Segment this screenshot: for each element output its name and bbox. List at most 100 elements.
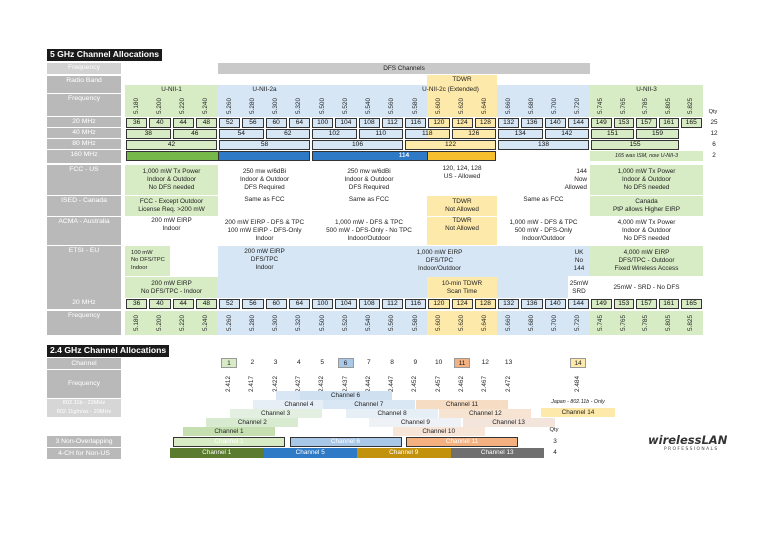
ch20-top-161: 161 (658, 118, 679, 128)
ch20-top-116: 116 (405, 118, 427, 128)
ch20-top-157: 157 (636, 118, 657, 128)
ch24-14: 14 (570, 358, 586, 368)
freq-top-4: 5.260 (225, 98, 233, 114)
etsi-tdwr-line: Scan Time (446, 287, 478, 295)
etsi-tdwr-line: 10-min TDWR (441, 279, 483, 287)
etsi-unii1a-line: 100 mW (131, 250, 153, 257)
stair-9: Channel 9 (369, 418, 462, 427)
mhz80-label: 80 MHz (47, 139, 121, 149)
acma-unii3-line: No DFS needed (623, 235, 670, 242)
qty-header: Qty (708, 109, 718, 115)
freq-bottom-23: 5.805 (664, 315, 672, 331)
ch40-142: 142 (544, 129, 589, 139)
freq-top-3: 5.240 (202, 98, 210, 114)
stair-1: Channel 1 (183, 427, 275, 436)
qty-12: 12 (710, 130, 718, 137)
ised-unii1-line: FCC - Except Outdoor (139, 198, 204, 205)
ch20-bottom-128: 128 (474, 299, 496, 309)
freq-bottom-19: 5.720 (574, 315, 582, 331)
freq-top-21: 5.765 (619, 98, 627, 114)
stair-13: Channel 13 (462, 418, 555, 427)
freq-top-11: 5.560 (388, 98, 396, 114)
fcc-unii2a-line: DFS Required (244, 184, 285, 191)
freq-bottom-0: 5.180 (132, 315, 140, 331)
freq-bottom-11: 5.560 (388, 315, 396, 331)
etsi-uk-line: 144 (573, 265, 585, 272)
ch20-bottom-44: 44 (172, 299, 194, 309)
freq-top-5: 5.280 (248, 98, 256, 114)
fcc-unii1-line: Indoor & Outdoor (146, 176, 197, 183)
ch20-top-149: 149 (591, 118, 612, 128)
freq-bottom-10: 5.540 (365, 315, 373, 331)
ch20-top-144: 144 (567, 118, 589, 128)
ch40-46: 46 (172, 129, 217, 139)
acma-after-line: Indoor/Outdoor (522, 235, 565, 242)
4ch-label: 4-CH for Non-US (47, 448, 121, 459)
freq-top-8: 5.500 (318, 98, 326, 114)
fcc-unii2a-line: Indoor & Outdoor (239, 176, 290, 183)
mhz160-label: 160 MHz (47, 150, 121, 163)
freq-bottom-4: 5.260 (225, 315, 233, 331)
freq-bottom-3: 5.240 (202, 315, 210, 331)
fcc-ch144-line: 144 (576, 168, 587, 175)
ised-unii2c: Same as FCC (311, 196, 427, 216)
acma-unii2a-line: 200 mW EIRP - DFS & TPC (224, 219, 305, 226)
stair-7: Channel 7 (322, 400, 415, 409)
frequency3-label: Frequency (47, 311, 121, 335)
ch20-bottom-48: 48 (195, 299, 217, 309)
qty-25: 25 (710, 119, 718, 126)
fcc-unii2c-line: 250 mw w/6dBi (347, 168, 391, 175)
ised-unii3-line: PtP allows Higher EIRP (612, 206, 680, 213)
ch40-110: 110 (358, 129, 403, 139)
ch24-10: 10 (435, 359, 443, 366)
ised-unii2c-line: Same as FCC (348, 196, 390, 203)
nonoverlap-3: Channel 11 (406, 437, 518, 447)
freq-top-24: 5.825 (687, 98, 695, 114)
ch20-bottom-161: 161 (658, 299, 679, 309)
acma-unii2a-line: 100 mW EIRP - DFS-Only (227, 227, 302, 234)
ised-label: ISED - Canada (47, 196, 121, 216)
qty24-header: Qty (549, 427, 559, 433)
four-ch-4: Channel 13 (450, 448, 544, 458)
ch80-42: 42 (126, 140, 217, 150)
freq-bottom-15: 5.640 (481, 315, 489, 331)
band-unii2a (218, 85, 311, 117)
four-ch-2: Channel 5 (263, 448, 357, 458)
acma-unii2c-line: 1,000 mW - DFS & TPC (334, 219, 404, 226)
ch24-1: 1 (221, 358, 237, 368)
ch20-bottom-100: 100 (312, 299, 334, 309)
nonoverlap-1: Channel 1 (173, 437, 285, 447)
freq-bottom-22: 5.785 (642, 315, 650, 331)
ch24-3: 3 (273, 359, 278, 366)
etsi-unii1a-line: No DFS/TPC (131, 257, 165, 264)
four-ch-1: Channel 1 (170, 448, 264, 458)
ch24-8: 8 (390, 359, 394, 366)
ch24-5: 5 (320, 359, 325, 366)
freq-top-13: 5.600 (434, 98, 442, 114)
ch160-114-label: 114 (398, 152, 410, 159)
ch20-bottom-124: 124 (451, 299, 473, 309)
freq-top-22: 5.785 (642, 98, 650, 114)
b11-label: 802.11b - 22MHz (47, 399, 121, 408)
ch20-top-132: 132 (498, 118, 520, 128)
etsi-srd-line: 25mW (569, 279, 589, 287)
ch40-54: 54 (219, 129, 264, 139)
freq-bottom-20: 5.745 (597, 315, 605, 331)
etsi-unii3a-line: Fixed Wireless Access (614, 265, 679, 272)
ch24-9: 9 (413, 359, 418, 366)
freq-top-10: 5.540 (365, 98, 373, 114)
ch20-bottom-116: 116 (405, 299, 427, 309)
ch20-bottom-56: 56 (242, 299, 264, 309)
acma-after-line: 1,000 mW - DFS & TPC (509, 219, 578, 226)
fcc-unii3-line: 1,000 mW Tx Power (617, 168, 676, 175)
stair-12: Channel 12 (439, 409, 532, 418)
